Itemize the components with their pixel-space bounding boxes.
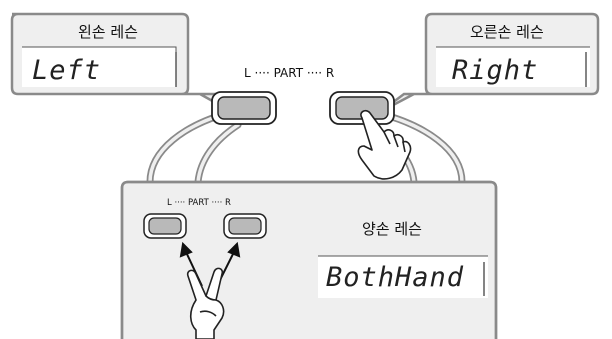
both-lcd-display: BothHand [326, 262, 464, 293]
both-lesson-title: 양손 레슨 [362, 218, 422, 239]
right-lesson-title: 오른손 레슨 [470, 21, 544, 42]
part-label-small: L ···· PART ···· R [167, 198, 231, 208]
left-lcd-display: Left [32, 55, 101, 86]
connector-arcs [150, 113, 462, 182]
part-label-top: L ···· PART ···· R [244, 66, 334, 80]
connector-left-inner [198, 125, 238, 182]
left-lesson-title: 왼손 레슨 [78, 21, 138, 42]
right-lcd-display: Right [452, 55, 538, 86]
